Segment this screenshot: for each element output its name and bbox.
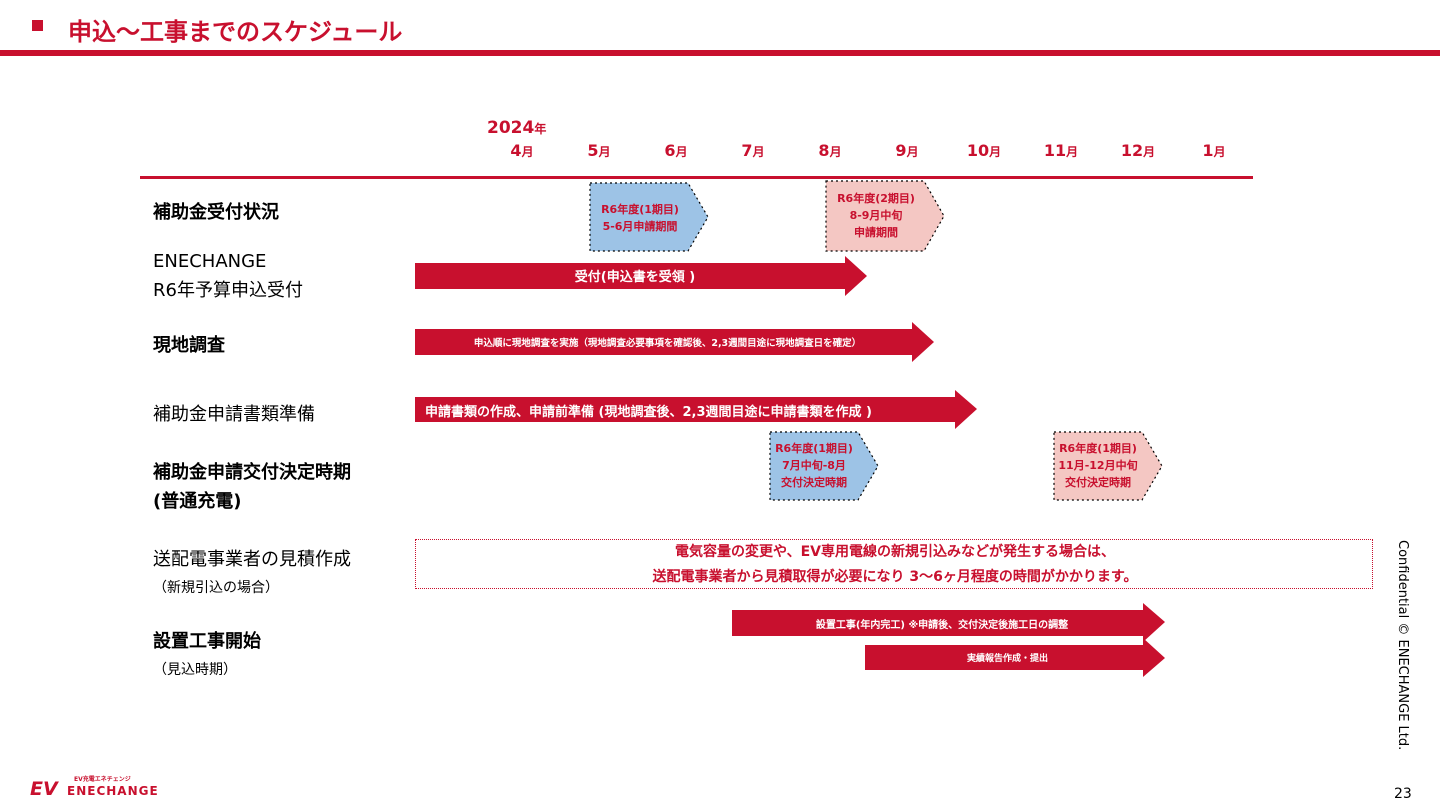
- period-d1: R6年度(1期目)7月中旬-8月交付決定時期: [775, 442, 853, 489]
- page-number: 23: [1394, 786, 1412, 802]
- row-sublabel-utility-quote: （新規引込の場合）: [153, 580, 279, 596]
- row-label-decision: 補助金申請交付決定時期: [153, 462, 351, 483]
- month-label: 1月: [1202, 141, 1226, 160]
- logo-tagline: EV充電エネチェンジ: [74, 776, 131, 783]
- row-label-utility-quote: 送配電事業者の見積作成: [153, 549, 351, 570]
- month-label: 6月: [664, 141, 688, 160]
- note-line-2: 送配電事業者から見積取得が必要になり 3〜6ヶ月程度の時間がかかります。: [652, 569, 1138, 585]
- note-line-1: 電気容量の変更や、EV専用電線の新規引込みなどが発生する場合は、: [675, 544, 1115, 560]
- period-d2: R6年度(1期目)11月-12月中旬交付決定時期: [1058, 442, 1138, 489]
- row-label-site-survey: 現地調査: [153, 335, 225, 356]
- title-rule: [0, 50, 1440, 56]
- month-label: 8月: [818, 141, 842, 160]
- bar-reception: 受付(申込書を受領 ): [574, 270, 696, 285]
- arrow-shape-reception: [415, 256, 867, 296]
- period-p1: R6年度(1期目)5-6月申請期間: [601, 203, 679, 233]
- bar-install: 設置工事(年内完工) ※申請後、交付決定後施工日の調整: [815, 620, 1069, 631]
- logo-ev-icon: EV: [30, 778, 58, 800]
- confidential-notice: Confidential © ENECHANGE Ltd.: [1395, 540, 1410, 751]
- page-title: 申込〜工事までのスケジュール: [68, 18, 403, 46]
- month-label: 12月: [1120, 141, 1156, 160]
- row-label-decision-type: (普通充電): [153, 491, 242, 512]
- month-label: 7月: [741, 141, 765, 160]
- row-label-enechange-budget: R6年予算申込受付: [153, 280, 303, 301]
- month-label: 9月: [895, 141, 919, 160]
- bar-report: 実績報告作成・提出: [966, 654, 1048, 664]
- row-label-install-start: 設置工事開始: [153, 631, 261, 652]
- note-box: 電気容量の変更や、EV専用電線の新規引込みなどが発生する場合は、 送配電事業者か…: [415, 539, 1373, 589]
- row-sublabel-install-start: （見込時期）: [153, 662, 237, 678]
- timeline-year: 2024年: [487, 118, 547, 138]
- period-shape-d2: [1053, 431, 1163, 501]
- month-label: 11月: [1043, 141, 1079, 160]
- period-shape-p1: [589, 182, 709, 252]
- period-shape-d1: [769, 431, 879, 501]
- row-label-enechange: ENECHANGE: [153, 251, 267, 272]
- title-bullet-icon: [32, 20, 43, 31]
- period-shape-p2: [825, 180, 945, 252]
- arrow-shape-docs: [415, 390, 977, 429]
- row-label-subsidy-status: 補助金受付状況: [153, 202, 279, 223]
- row-label-docs-prep: 補助金申請書類準備: [153, 404, 315, 425]
- arrow-shape-report: [865, 638, 1165, 677]
- month-label: 4月: [510, 141, 534, 160]
- bar-docs: 申請書類の作成、申請前準備 (現地調査後、2,3週間目途に申請書類を作成 ): [425, 405, 872, 420]
- arrow-shape-install: [732, 603, 1165, 642]
- bar-survey: 申込順に現地調査を実施（現地調査必要事項を確認後、2,3週間目途に現地調査日を確…: [473, 338, 862, 349]
- month-label: 10月: [966, 141, 1002, 160]
- timeline-rule: [140, 176, 1253, 179]
- arrow-shape-survey: [415, 322, 934, 362]
- logo-name: ENECHANGE: [67, 784, 159, 798]
- period-p2: R6年度(2期目)8-9月中旬申請期間: [837, 192, 915, 239]
- month-label: 5月: [587, 141, 611, 160]
